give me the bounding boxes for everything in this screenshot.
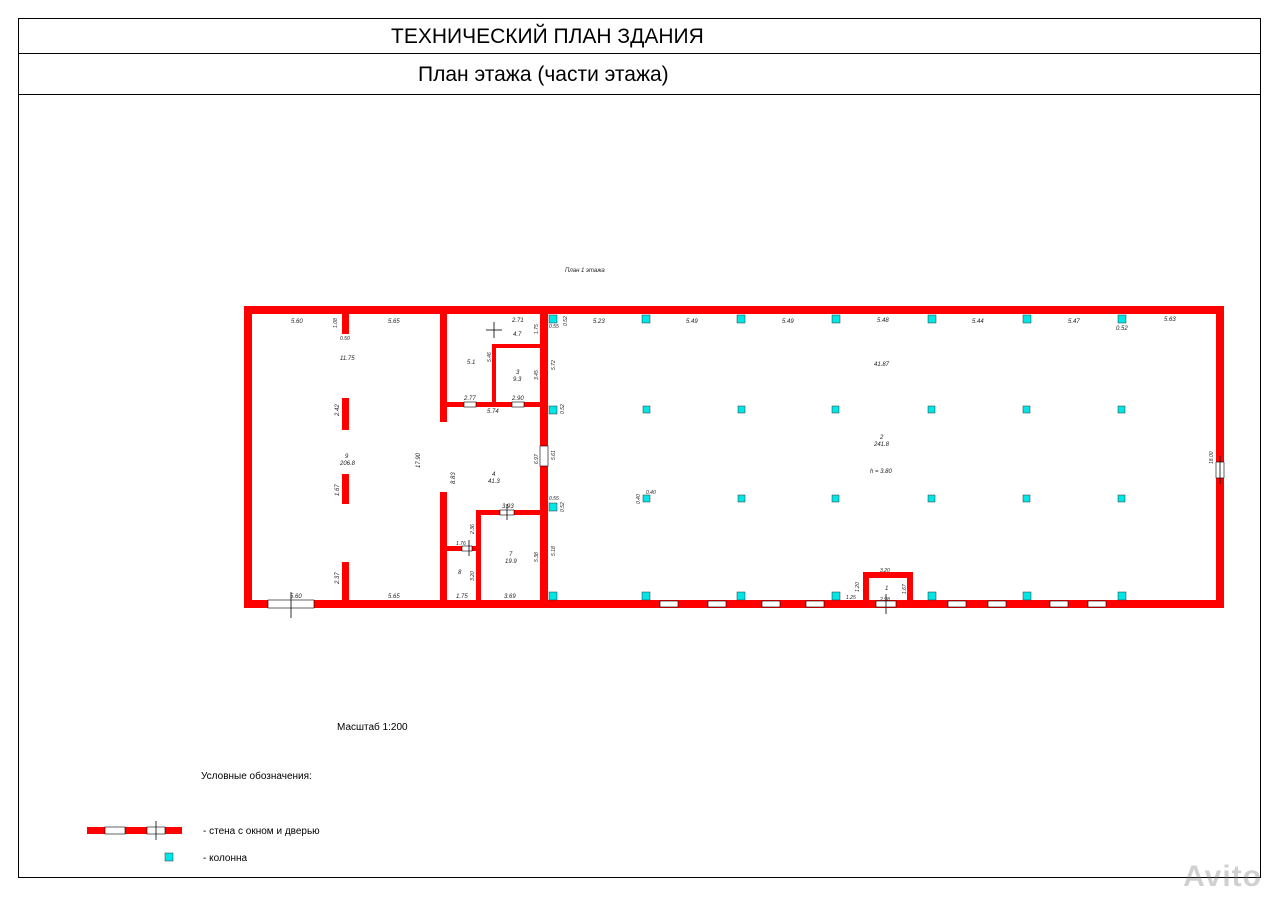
dim-label: 5.48 [877,318,889,324]
dim-label: 5.49 [782,319,794,325]
dim-label: 5.23 [593,319,605,325]
dim-label: 5.61 [551,450,557,460]
dim-label: 41.3 [488,479,500,485]
dim-label: 0.52 [1116,326,1128,332]
dim-label: 3 [516,370,520,376]
dim-label: 5.60 [290,594,302,600]
dim-label: 1.25 [846,595,856,601]
legend-wall-symbol [87,821,182,840]
dim-label: 3.69 [504,594,516,600]
dim-label: 5.18 [551,546,557,556]
dim-label: 1.08 [333,318,339,328]
drawing-title: ТЕХНИЧЕСКИЙ ПЛАН ЗДАНИЯ [391,25,704,48]
dim-label: 5.38 [534,552,540,562]
dim-label: 0.40 [636,494,642,504]
dimension-labels: 5.60 5.65 1.08 0.50 11.75 2.42 1.67 2.37… [290,316,1215,603]
dim-label: 0.40 [646,490,656,496]
dim-label: 6.97 [534,454,540,464]
openings [267,401,1225,609]
dim-label: 11.75 [340,356,355,362]
drawing-subtitle: План этажа (части этажа) [418,63,669,86]
dim-label: 1.75 [534,324,540,334]
dim-label: 2.37 [335,572,341,585]
dim-label: 5.63 [1164,317,1176,323]
columns [548,314,1127,601]
dim-label: 18.00 [1209,451,1215,464]
dim-label: 8 [458,570,462,576]
dim-label: 5.49 [686,319,698,325]
dim-label: 4.7 [513,332,522,338]
dim-label: 1.76 [456,541,466,547]
dim-label: 2.36 [470,524,476,535]
dim-label: 1.20 [855,582,861,592]
dim-label: 8.83 [451,472,457,484]
dim-label: 2.77 [463,396,476,402]
walls [244,306,1224,608]
dim-label: 5.65 [388,319,400,325]
dim-label: 0.52 [563,316,569,326]
dim-label: 5.65 [388,594,400,600]
legend-column-symbol [164,852,174,862]
dim-label: 2.90 [511,396,524,402]
dim-label: 5.47 [1068,319,1080,325]
dim-label: 2.98 [879,597,890,603]
dim-label: 5.1 [467,360,475,366]
dim-label: 3.45 [534,370,540,380]
dim-label: 4 [492,472,496,478]
dim-label: 5.72 [551,360,557,370]
dim-label: 5.60 [291,319,303,325]
scale-label: Масштаб 1:200 [337,722,408,733]
dim-label: 1.75 [456,594,468,600]
dim-label: 17.90 [416,452,422,468]
dim-label: 241.8 [873,442,890,448]
title-row: ТЕХНИЧЕСКИЙ ПЛАН ЗДАНИЯ [18,18,1261,54]
dim-label: 19.9 [505,559,517,565]
drawing-frame [18,18,1261,878]
dim-label: 2.42 [335,404,341,417]
dim-label: 3.20 [470,571,476,581]
dim-label: 1.67 [902,584,908,594]
dim-label: 0.52 [560,502,566,512]
dim-label: 5.44 [972,319,984,325]
legend-wall-label: - стена с окном и дверью [203,826,320,837]
legend-column-label: - колонна [203,853,248,864]
dim-label: 206.8 [339,461,356,467]
plan-caption: План 1 этажа [565,268,605,274]
dim-label: 5.46 [487,352,493,362]
dim-label: 3.93 [502,504,514,510]
dim-label: 0.52 [560,404,566,414]
dim-label: 2.71 [511,318,524,324]
dim-label: 41.87 [874,362,890,368]
dim-label: 0.55 [549,324,559,330]
dim-label: 0.55 [549,496,559,502]
dim-label: 3.20 [880,568,890,574]
dim-label: 1.67 [335,484,341,496]
dim-label: 7 [509,552,513,558]
dim-label: 9 [345,454,349,460]
legend-title: Условные обозначения: [201,771,312,782]
height-note: h = 3.80 [870,469,893,475]
dim-label: 9.3 [513,377,522,383]
subtitle-row: План этажа (части этажа) [18,54,1261,95]
door-marks [290,322,1221,618]
dim-label: 5.74 [487,409,499,415]
dim-label: 0.50 [340,336,350,342]
avito-watermark: Avito [1183,860,1262,893]
dim-label: 2 [879,435,884,441]
dim-label: 1 [885,586,888,592]
